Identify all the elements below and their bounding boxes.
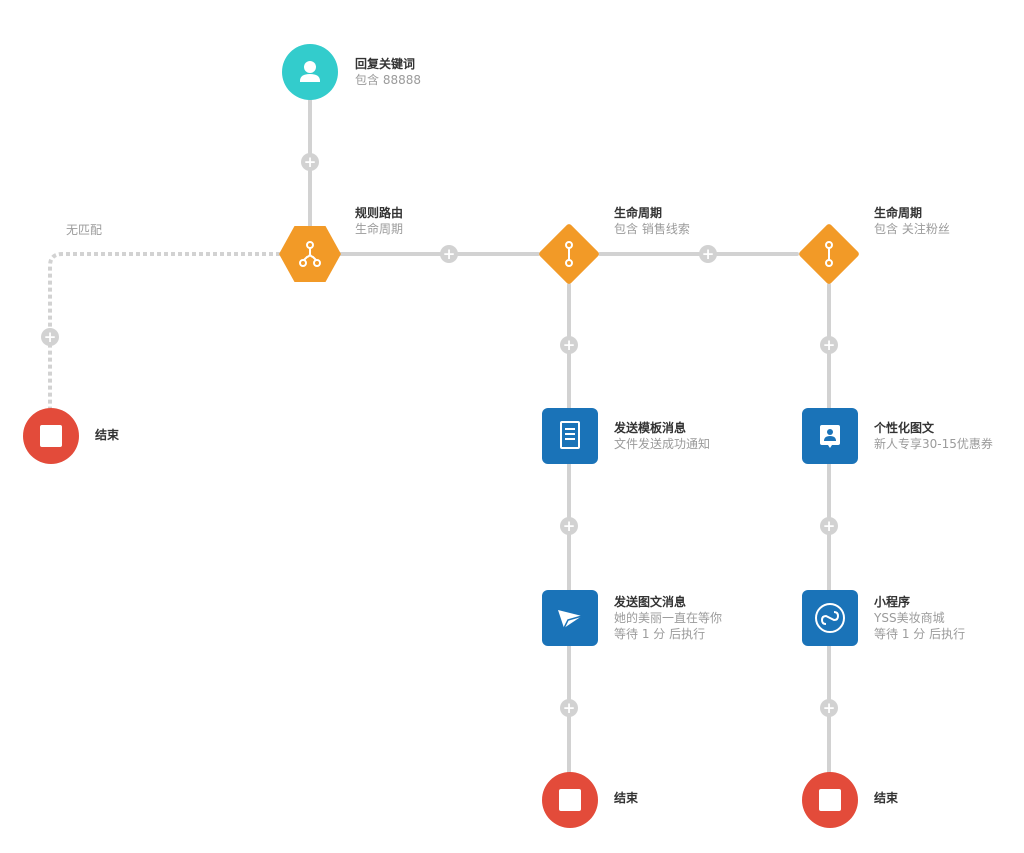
lifecycle-node-2[interactable] xyxy=(797,222,861,286)
lifecycle-1-label: 生命周期 包含 销售线索 xyxy=(614,205,690,237)
document-icon xyxy=(542,408,598,464)
template-message-subtitle: 文件发送成功通知 xyxy=(614,437,711,451)
rich-message-title: 发送图文消息 xyxy=(614,595,687,609)
add-step-button[interactable]: + xyxy=(560,336,578,354)
end-middle-title: 结束 xyxy=(614,791,639,805)
condition-icon xyxy=(537,222,601,286)
profile-card-icon xyxy=(802,408,858,464)
lifecycle-2-label: 生命周期 包含 关注粉丝 xyxy=(874,205,950,237)
mini-program-title: 小程序 xyxy=(874,595,911,609)
lifecycle-2-title: 生命周期 xyxy=(874,206,923,220)
template-message-title: 发送模板消息 xyxy=(614,421,687,435)
personalized-message-node[interactable] xyxy=(802,408,858,464)
no-match-label: 无匹配 xyxy=(66,223,103,237)
template-message-label: 发送模板消息 文件发送成功通知 xyxy=(614,420,710,452)
personalized-message-subtitle: 新人专享30-15优惠券 xyxy=(874,437,993,451)
user-icon xyxy=(282,44,338,100)
trigger-label: 回复关键词 包含 88888 xyxy=(355,56,421,88)
template-message-node[interactable] xyxy=(542,408,598,464)
end-node-left[interactable] xyxy=(23,408,79,464)
rich-message-node[interactable] xyxy=(542,590,598,646)
add-step-button[interactable]: + xyxy=(699,245,717,263)
end-middle-label: 结束 xyxy=(614,790,638,806)
mini-program-delay: 等待 1 分 后执行 xyxy=(874,627,966,641)
stop-icon xyxy=(819,789,841,811)
trigger-title: 回复关键词 xyxy=(355,57,416,71)
add-step-button[interactable]: + xyxy=(440,245,458,263)
end-left-label: 结束 xyxy=(95,427,119,443)
end-right-label: 结束 xyxy=(874,790,898,806)
branch-icon xyxy=(279,226,341,282)
add-step-button[interactable]: + xyxy=(820,517,838,535)
personalized-message-label: 个性化图文 新人专享30-15优惠券 xyxy=(874,420,993,452)
lifecycle-1-subtitle: 包含 销售线索 xyxy=(614,222,690,236)
stop-icon xyxy=(40,425,62,447)
add-step-button[interactable]: + xyxy=(41,328,59,346)
end-node-right[interactable] xyxy=(802,772,858,828)
add-step-button[interactable]: + xyxy=(560,517,578,535)
rich-message-subtitle: 她的美丽一直在等你 xyxy=(614,611,723,625)
router-subtitle: 生命周期 xyxy=(355,222,404,236)
rich-message-label: 发送图文消息 她的美丽一直在等你 等待 1 分 后执行 xyxy=(614,594,722,642)
router-label: 规则路由 生命周期 xyxy=(355,205,403,237)
trigger-node[interactable] xyxy=(282,44,338,100)
mini-program-node[interactable] xyxy=(802,590,858,646)
personalized-message-title: 个性化图文 xyxy=(874,421,935,435)
router-title: 规则路由 xyxy=(355,206,404,220)
end-left-title: 结束 xyxy=(95,428,120,442)
mini-program-icon xyxy=(802,590,858,646)
lifecycle-2-subtitle: 包含 关注粉丝 xyxy=(874,222,950,236)
stop-icon xyxy=(559,789,581,811)
add-step-button[interactable]: + xyxy=(820,336,838,354)
add-step-button[interactable]: + xyxy=(820,699,838,717)
mini-program-subtitle: YSS美妆商城 xyxy=(874,611,945,625)
lifecycle-node-1[interactable] xyxy=(537,222,601,286)
add-step-button[interactable]: + xyxy=(560,699,578,717)
rich-message-delay: 等待 1 分 后执行 xyxy=(614,627,706,641)
end-right-title: 结束 xyxy=(874,791,899,805)
trigger-subtitle: 包含 88888 xyxy=(355,73,421,87)
add-step-button[interactable]: + xyxy=(301,153,319,171)
end-node-middle[interactable] xyxy=(542,772,598,828)
router-node[interactable] xyxy=(279,226,341,282)
lifecycle-1-title: 生命周期 xyxy=(614,206,663,220)
mini-program-label: 小程序 YSS美妆商城 等待 1 分 后执行 xyxy=(874,594,965,642)
condition-icon xyxy=(797,222,861,286)
paper-plane-icon xyxy=(542,590,598,646)
